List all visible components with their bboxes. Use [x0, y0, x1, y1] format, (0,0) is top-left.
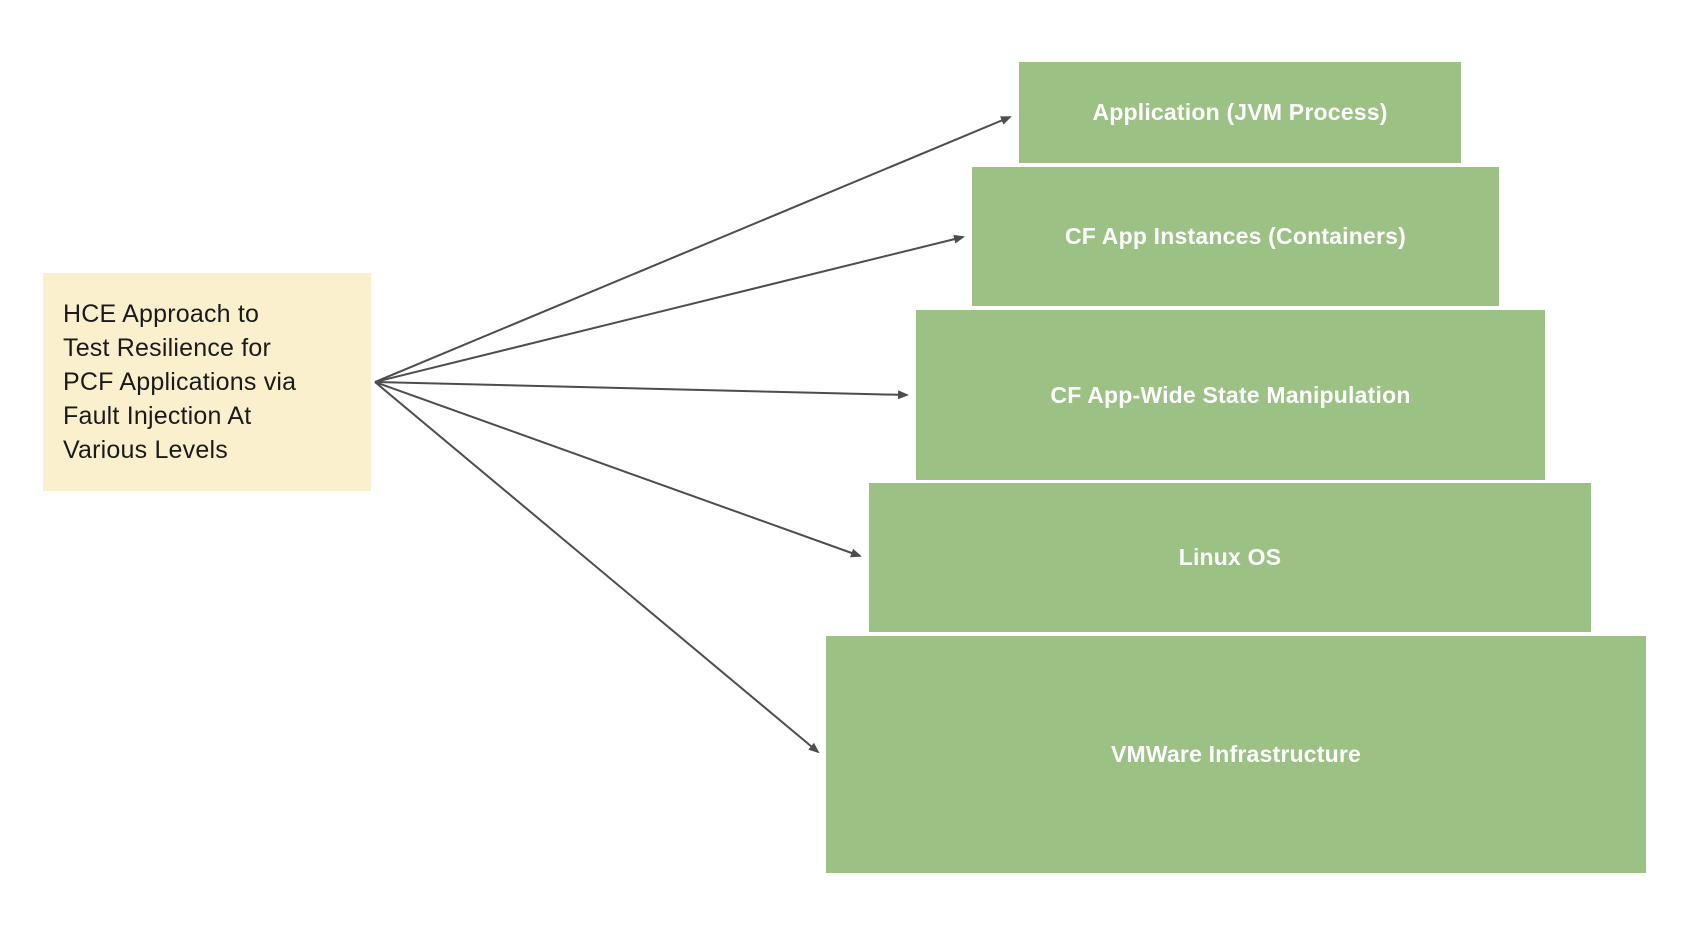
level-box-cf-app-wide-state: CF App-Wide State Manipulation [916, 310, 1545, 480]
arrow-to-cf-instances [374, 234, 965, 383]
note-text: HCE Approach to Test Resilience for PCF … [63, 300, 297, 464]
arrow-to-application [374, 116, 1012, 383]
level-label-linux-os: Linux OS [1178, 544, 1282, 570]
level-label-cf-app-instances: CF App Instances (Containers) [1064, 223, 1407, 249]
level-label-application: Application (JVM Process) [1092, 99, 1388, 125]
level-box-vmware-infrastructure: VMWare Infrastructure [826, 636, 1646, 873]
level-box-linux-os: Linux OS [869, 483, 1591, 632]
note-box: HCE Approach to Test Resilience for PCF … [43, 273, 371, 491]
arrow-to-linux [374, 381, 862, 558]
arrow-to-vmware [374, 381, 820, 754]
level-label-cf-app-wide-state: CF App-Wide State Manipulation [1050, 381, 1411, 408]
level-label-vmware-infrastructure: VMWare Infrastructure [1110, 741, 1361, 767]
level-box-cf-app-instances: CF App Instances (Containers) [972, 167, 1499, 306]
level-box-application: Application (JVM Process) [1019, 62, 1461, 163]
arrow-to-cf-state [374, 381, 909, 400]
